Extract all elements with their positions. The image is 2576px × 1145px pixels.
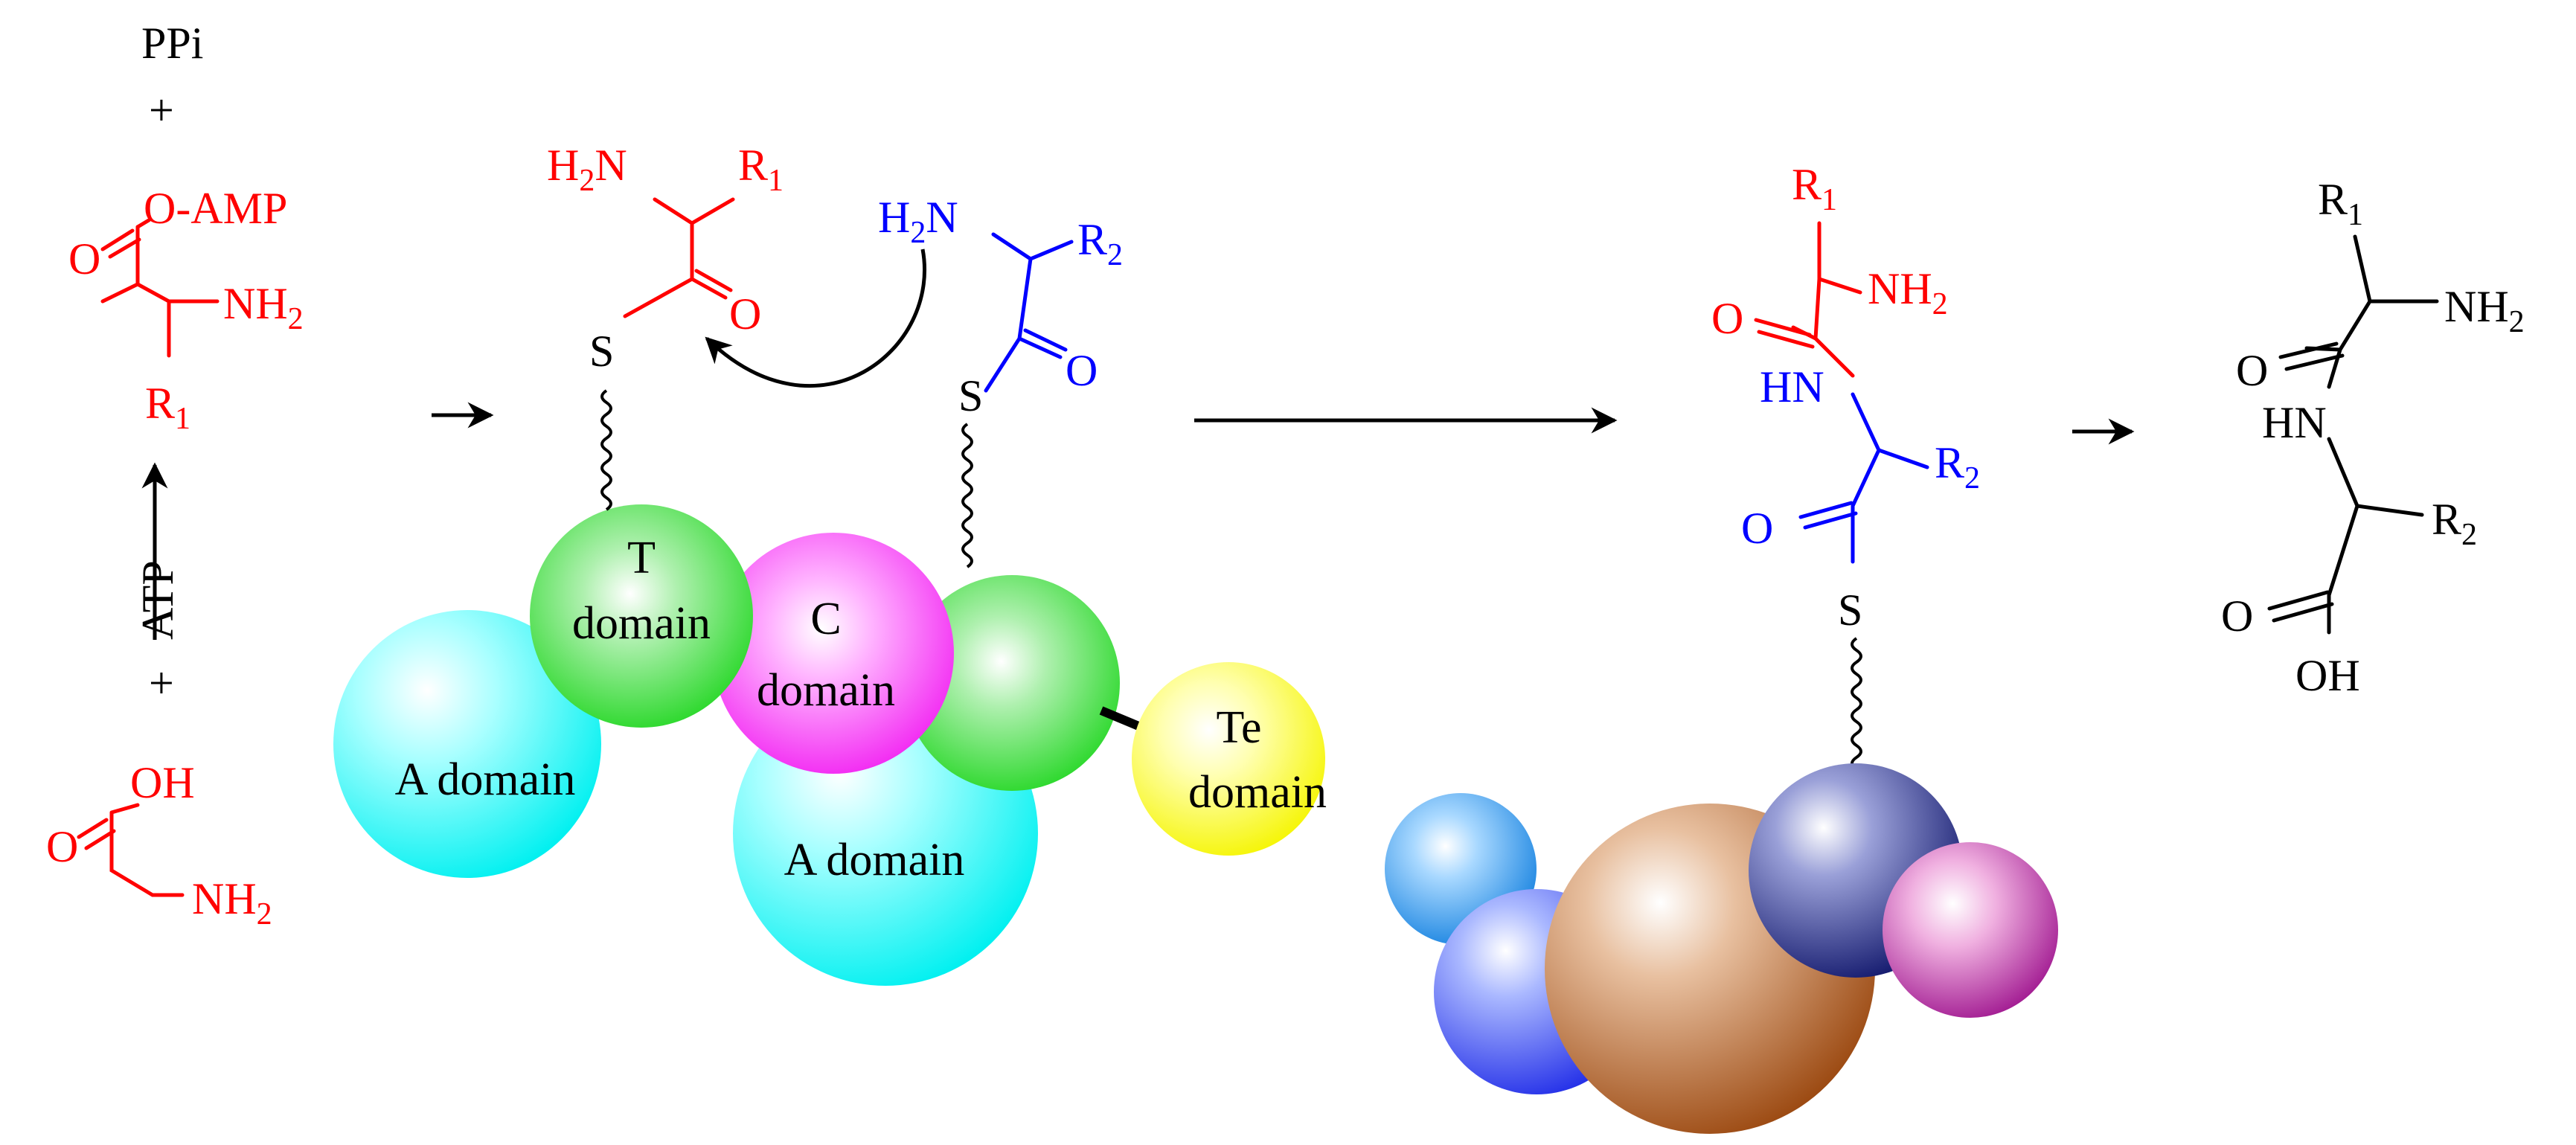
- tether-1: [600, 389, 612, 511]
- t-domain-label-1: T: [627, 533, 656, 583]
- pr-carbonyl1-o: O: [2236, 346, 2268, 395]
- pr-hn: HN: [2262, 398, 2327, 447]
- te-domain-sphere: [1132, 662, 1325, 856]
- tether-2: [961, 423, 973, 568]
- protein-cluster: [1385, 763, 2058, 1134]
- dp-amine: NH2: [1868, 264, 1948, 321]
- c-domain-label-1: C: [810, 594, 841, 644]
- carbonyl-o: O: [68, 234, 100, 283]
- glycine-hydroxyl: OH: [130, 758, 195, 807]
- th2-r2: R2: [1077, 215, 1123, 272]
- a-domain-label-1: A domain: [395, 754, 576, 805]
- plus-bottom: +: [149, 658, 174, 708]
- t-domain-1-sphere: [530, 504, 753, 728]
- ppi-label: PPi: [141, 19, 203, 68]
- glycine: OH O NH2: [46, 758, 272, 931]
- t-domain-2-sphere: [904, 575, 1120, 791]
- attack-arrow: [705, 248, 926, 388]
- th2-carbonyl-o: O: [1066, 346, 1098, 395]
- pr-hydroxyl: OH: [2295, 651, 2360, 700]
- dp-carbonyl2-o: O: [1741, 504, 1773, 553]
- c-domain-sphere: [713, 533, 954, 774]
- t-domain-label-2: domain: [572, 598, 711, 649]
- pr-r2: R2: [2432, 495, 2477, 552]
- aminoacyl-amp: O-AMP O NH2 R1: [68, 184, 304, 436]
- nrps-spheres: [333, 504, 1325, 986]
- tether-3: [1851, 637, 1862, 771]
- a-domain-1-sphere: [333, 610, 601, 878]
- th2-amine: H2N: [878, 193, 958, 250]
- dp-r1: R1: [1792, 160, 1837, 217]
- th1-amine: H2N: [547, 141, 627, 198]
- te-domain-label-2: domain: [1188, 767, 1327, 818]
- plus-top: +: [149, 86, 174, 135]
- thioester-1: S O H2N R1: [547, 141, 784, 376]
- pr-carbonyl2-o: O: [2221, 591, 2253, 641]
- pr-r1: R1: [2318, 175, 2363, 232]
- th1-r1: R1: [738, 141, 784, 198]
- pr-amine: NH2: [2444, 282, 2525, 339]
- atp-label: ATP: [133, 560, 182, 640]
- dipeptide-bound: R1 NH2 O HN R2 O S: [1711, 160, 1980, 635]
- dp-carbonyl1-o: O: [1711, 294, 1743, 343]
- dp-r2: R2: [1935, 438, 1980, 495]
- ester-label: O-AMP: [144, 184, 287, 233]
- th1-s: S: [589, 327, 614, 376]
- purple-sphere: [1883, 842, 2058, 1018]
- amine-label: NH2: [223, 279, 304, 336]
- th2-s: S: [958, 371, 983, 420]
- dp-s: S: [1838, 586, 1862, 635]
- r1-label: R1: [145, 379, 190, 436]
- thioester-2: S O H2N R2: [878, 193, 1123, 420]
- te-domain-label-1: Te: [1216, 702, 1261, 753]
- a-domain-label-2: A domain: [784, 835, 965, 885]
- th1-carbonyl-o: O: [729, 289, 761, 339]
- c-domain-label-2: domain: [757, 665, 895, 716]
- glycine-carbonyl-o: O: [46, 822, 78, 871]
- free-dipeptide: R1 NH2 O HN R2 O OH: [2221, 175, 2525, 700]
- glycine-amine: NH2: [192, 874, 272, 931]
- dp-hn: HN: [1760, 362, 1824, 411]
